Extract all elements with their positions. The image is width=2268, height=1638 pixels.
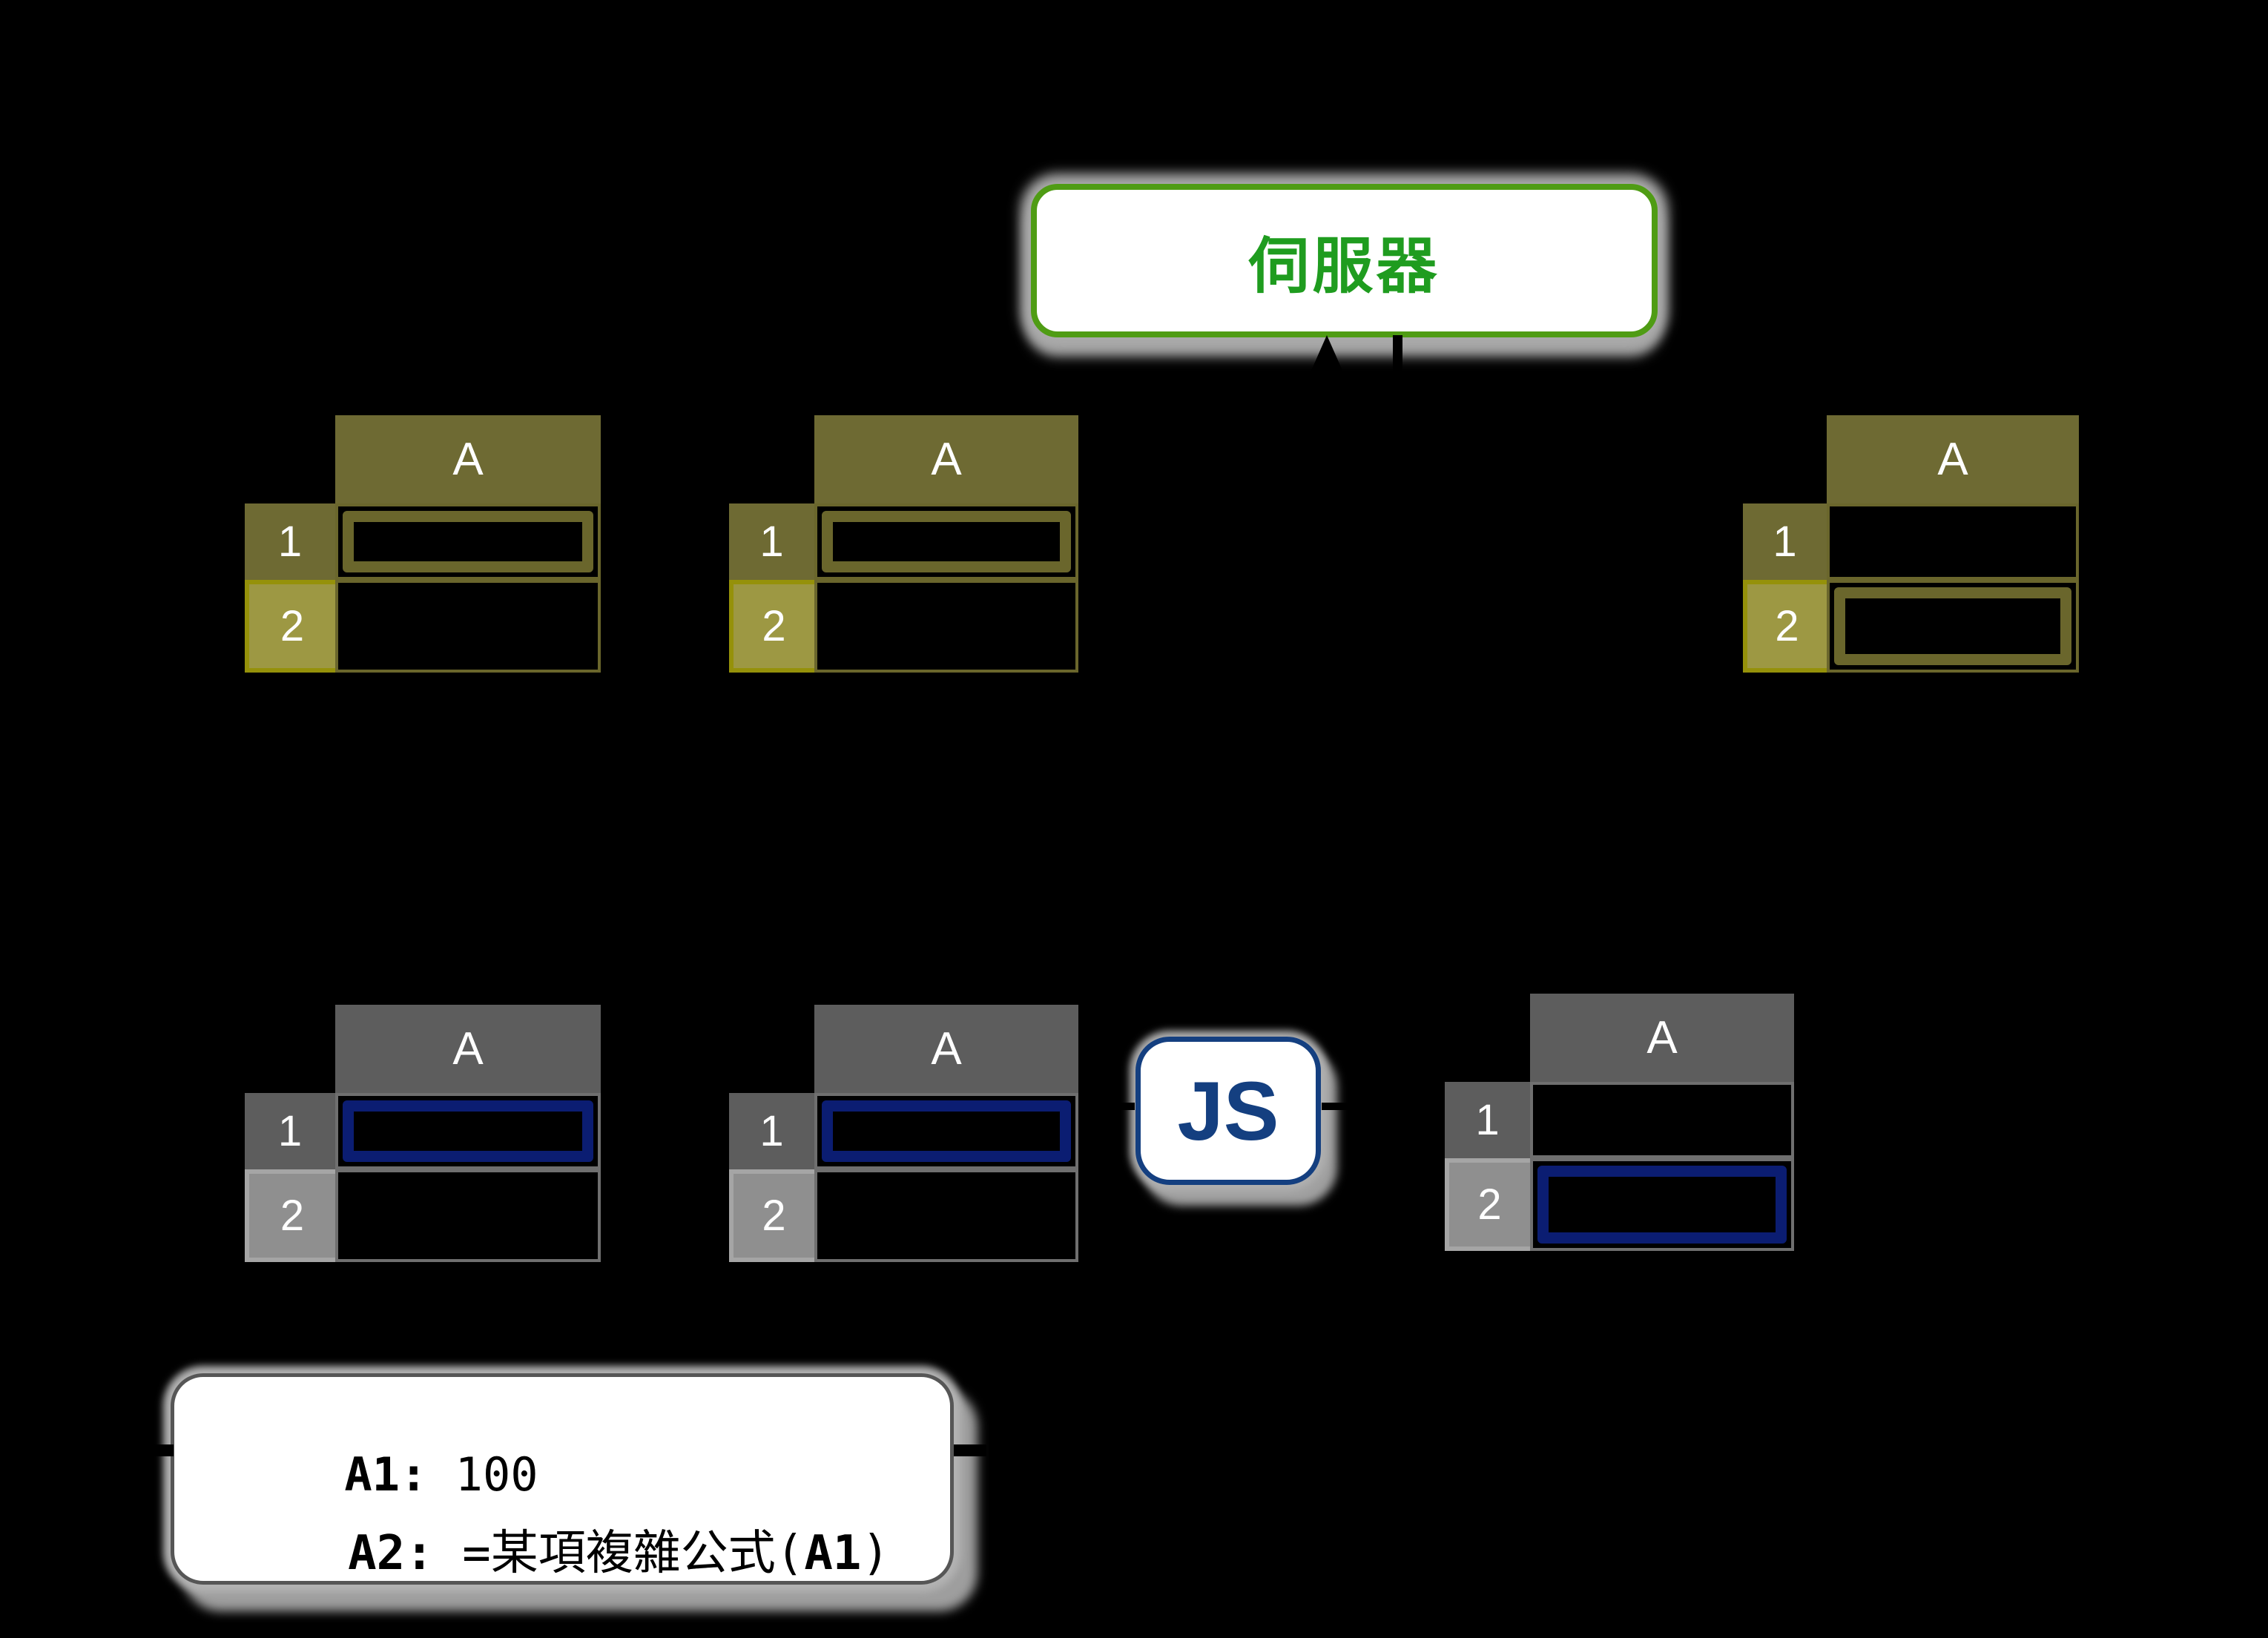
formula-prefix-a2: =某項複雜公式( <box>433 1526 805 1581</box>
spreadsheet-top-center: A 1 2 <box>729 415 1078 673</box>
column-header-a: A <box>1530 994 1794 1082</box>
formula-callout-box: A1: 100 A2: =某項複雜公式(A1) <box>171 1373 954 1585</box>
selection-ring <box>1834 587 2071 665</box>
spreadsheet-top-right: A 1 2 <box>1743 415 2079 673</box>
row-header-1: 1 <box>729 503 814 580</box>
js-right-connector-icon <box>1322 1103 1348 1110</box>
formula-arg-a2: A1 <box>804 1526 862 1581</box>
row-header-2: 2 <box>729 580 814 673</box>
cell-A1 <box>1827 503 2079 580</box>
cell-A1 <box>814 503 1078 580</box>
column-header-a: A <box>335 415 601 503</box>
column-header-a: A <box>814 415 1078 503</box>
spreadsheet-bottom-center: A 1 2 <box>729 1005 1078 1262</box>
row-header-1: 1 <box>245 503 335 580</box>
server-box: 伺服器 <box>1031 184 1658 337</box>
spreadsheet-bottom-right: A 1 2 <box>1445 994 1794 1251</box>
cell-A2 <box>1827 580 2079 673</box>
row-header-2: 2 <box>1445 1158 1530 1251</box>
request-arrowhead-up-icon <box>1310 335 1344 374</box>
js-left-connector-icon <box>1104 1103 1135 1110</box>
formula-suffix-a2: ) <box>861 1526 890 1581</box>
sheet-corner <box>729 415 814 503</box>
row-header-2: 2 <box>729 1169 814 1262</box>
cell-A1 <box>1530 1082 1794 1158</box>
selection-ring <box>822 511 1071 572</box>
sheet-corner <box>245 1005 335 1093</box>
formula-left-connector-icon <box>141 1444 174 1456</box>
column-header-a: A <box>814 1005 1078 1093</box>
row-header-2: 2 <box>245 1169 335 1262</box>
row-header-2: 2 <box>245 580 335 673</box>
spreadsheet-top-left: A 1 2 <box>245 415 601 673</box>
selection-ring <box>1537 1166 1787 1244</box>
js-box: JS <box>1135 1037 1321 1185</box>
formula-line-a1: A1: 100 <box>234 1393 538 1556</box>
cell-A2 <box>814 1169 1078 1262</box>
selection-ring <box>343 1100 593 1162</box>
formula-key-a2: A2: <box>348 1526 434 1581</box>
cell-A2 <box>814 580 1078 673</box>
response-arrow-shaft-icon <box>1393 335 1402 378</box>
sheet-corner <box>245 415 335 503</box>
column-header-a: A <box>335 1005 601 1093</box>
js-label: JS <box>1177 1064 1279 1158</box>
selection-ring <box>822 1100 1071 1162</box>
cell-A2 <box>1530 1158 1794 1251</box>
sheet-corner <box>1445 994 1530 1082</box>
cell-A1 <box>335 503 601 580</box>
row-header-1: 1 <box>729 1093 814 1169</box>
row-header-1: 1 <box>245 1093 335 1169</box>
row-header-2: 2 <box>1743 580 1827 673</box>
formula-right-connector-icon <box>954 1444 986 1456</box>
row-header-1: 1 <box>1445 1082 1530 1158</box>
selection-ring <box>343 511 593 572</box>
formula-value-a1: 100 <box>427 1447 538 1502</box>
cell-A2 <box>335 1169 601 1262</box>
cell-A2 <box>335 580 601 673</box>
formula-key-a1: A1: <box>344 1447 428 1502</box>
spreadsheet-bottom-left: A 1 2 <box>245 1005 601 1262</box>
cell-A1 <box>814 1093 1078 1169</box>
column-header-a: A <box>1827 415 2079 503</box>
sheet-corner <box>729 1005 814 1093</box>
server-label: 伺服器 <box>1248 233 1440 300</box>
cell-A1 <box>335 1093 601 1169</box>
row-header-1: 1 <box>1743 503 1827 580</box>
sheet-corner <box>1743 415 1827 503</box>
formula-line-a2: A2: =某項複雜公式(A1) <box>234 1460 890 1638</box>
